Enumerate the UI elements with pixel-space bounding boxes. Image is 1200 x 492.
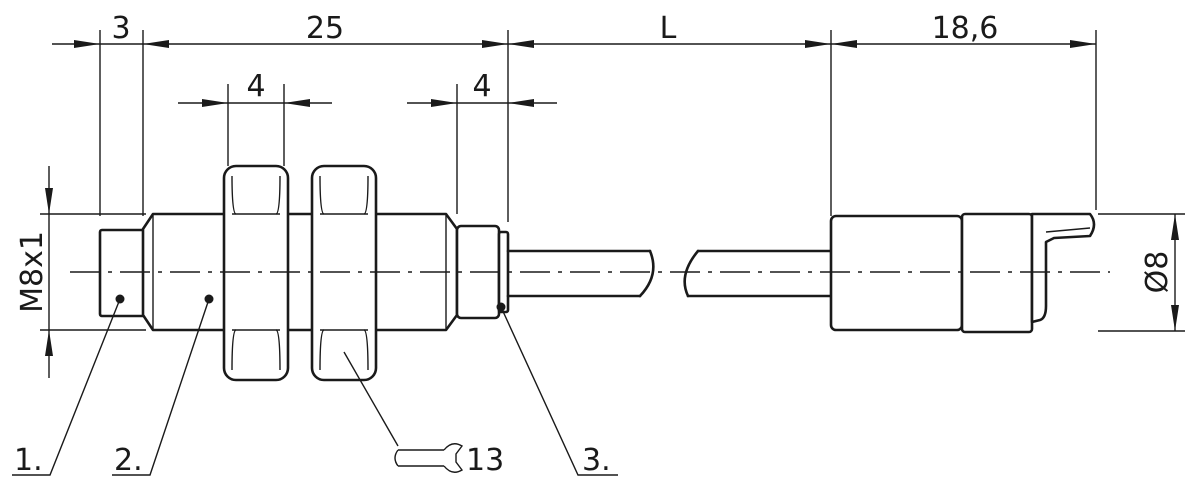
wrench-size-label: 13 (466, 443, 504, 478)
lock-nut-front (222, 164, 290, 382)
dim-tip-length: 3 (111, 11, 130, 46)
connector (829, 212, 1096, 334)
dim-cable-length: L (660, 11, 677, 46)
lock-nut-rear (310, 164, 378, 382)
callout-item3: 3. (582, 443, 611, 478)
dimension-rear-section (407, 99, 557, 107)
callout-item1: 1. (14, 443, 43, 478)
dimension-chain-top (52, 40, 1096, 48)
wrench-icon (394, 443, 464, 473)
dim-rear-section: 4 (472, 69, 491, 104)
dim-connector-length: 18,6 (932, 11, 999, 46)
sensor-body (98, 212, 510, 332)
callout-leaders (12, 294, 618, 476)
dimension-connector-diameter (1171, 214, 1179, 331)
dim-body-length: 25 (306, 11, 344, 46)
callout-item2: 2. (114, 443, 143, 478)
dimension-thread (45, 166, 53, 378)
dim-connector-diameter: Ø8 (1140, 251, 1175, 294)
extension-lines (40, 30, 1185, 332)
dim-thread: M8x1 (15, 231, 50, 313)
dimension-nut-width (178, 99, 332, 107)
dim-nut-width: 4 (246, 69, 265, 104)
cable (506, 249, 833, 298)
